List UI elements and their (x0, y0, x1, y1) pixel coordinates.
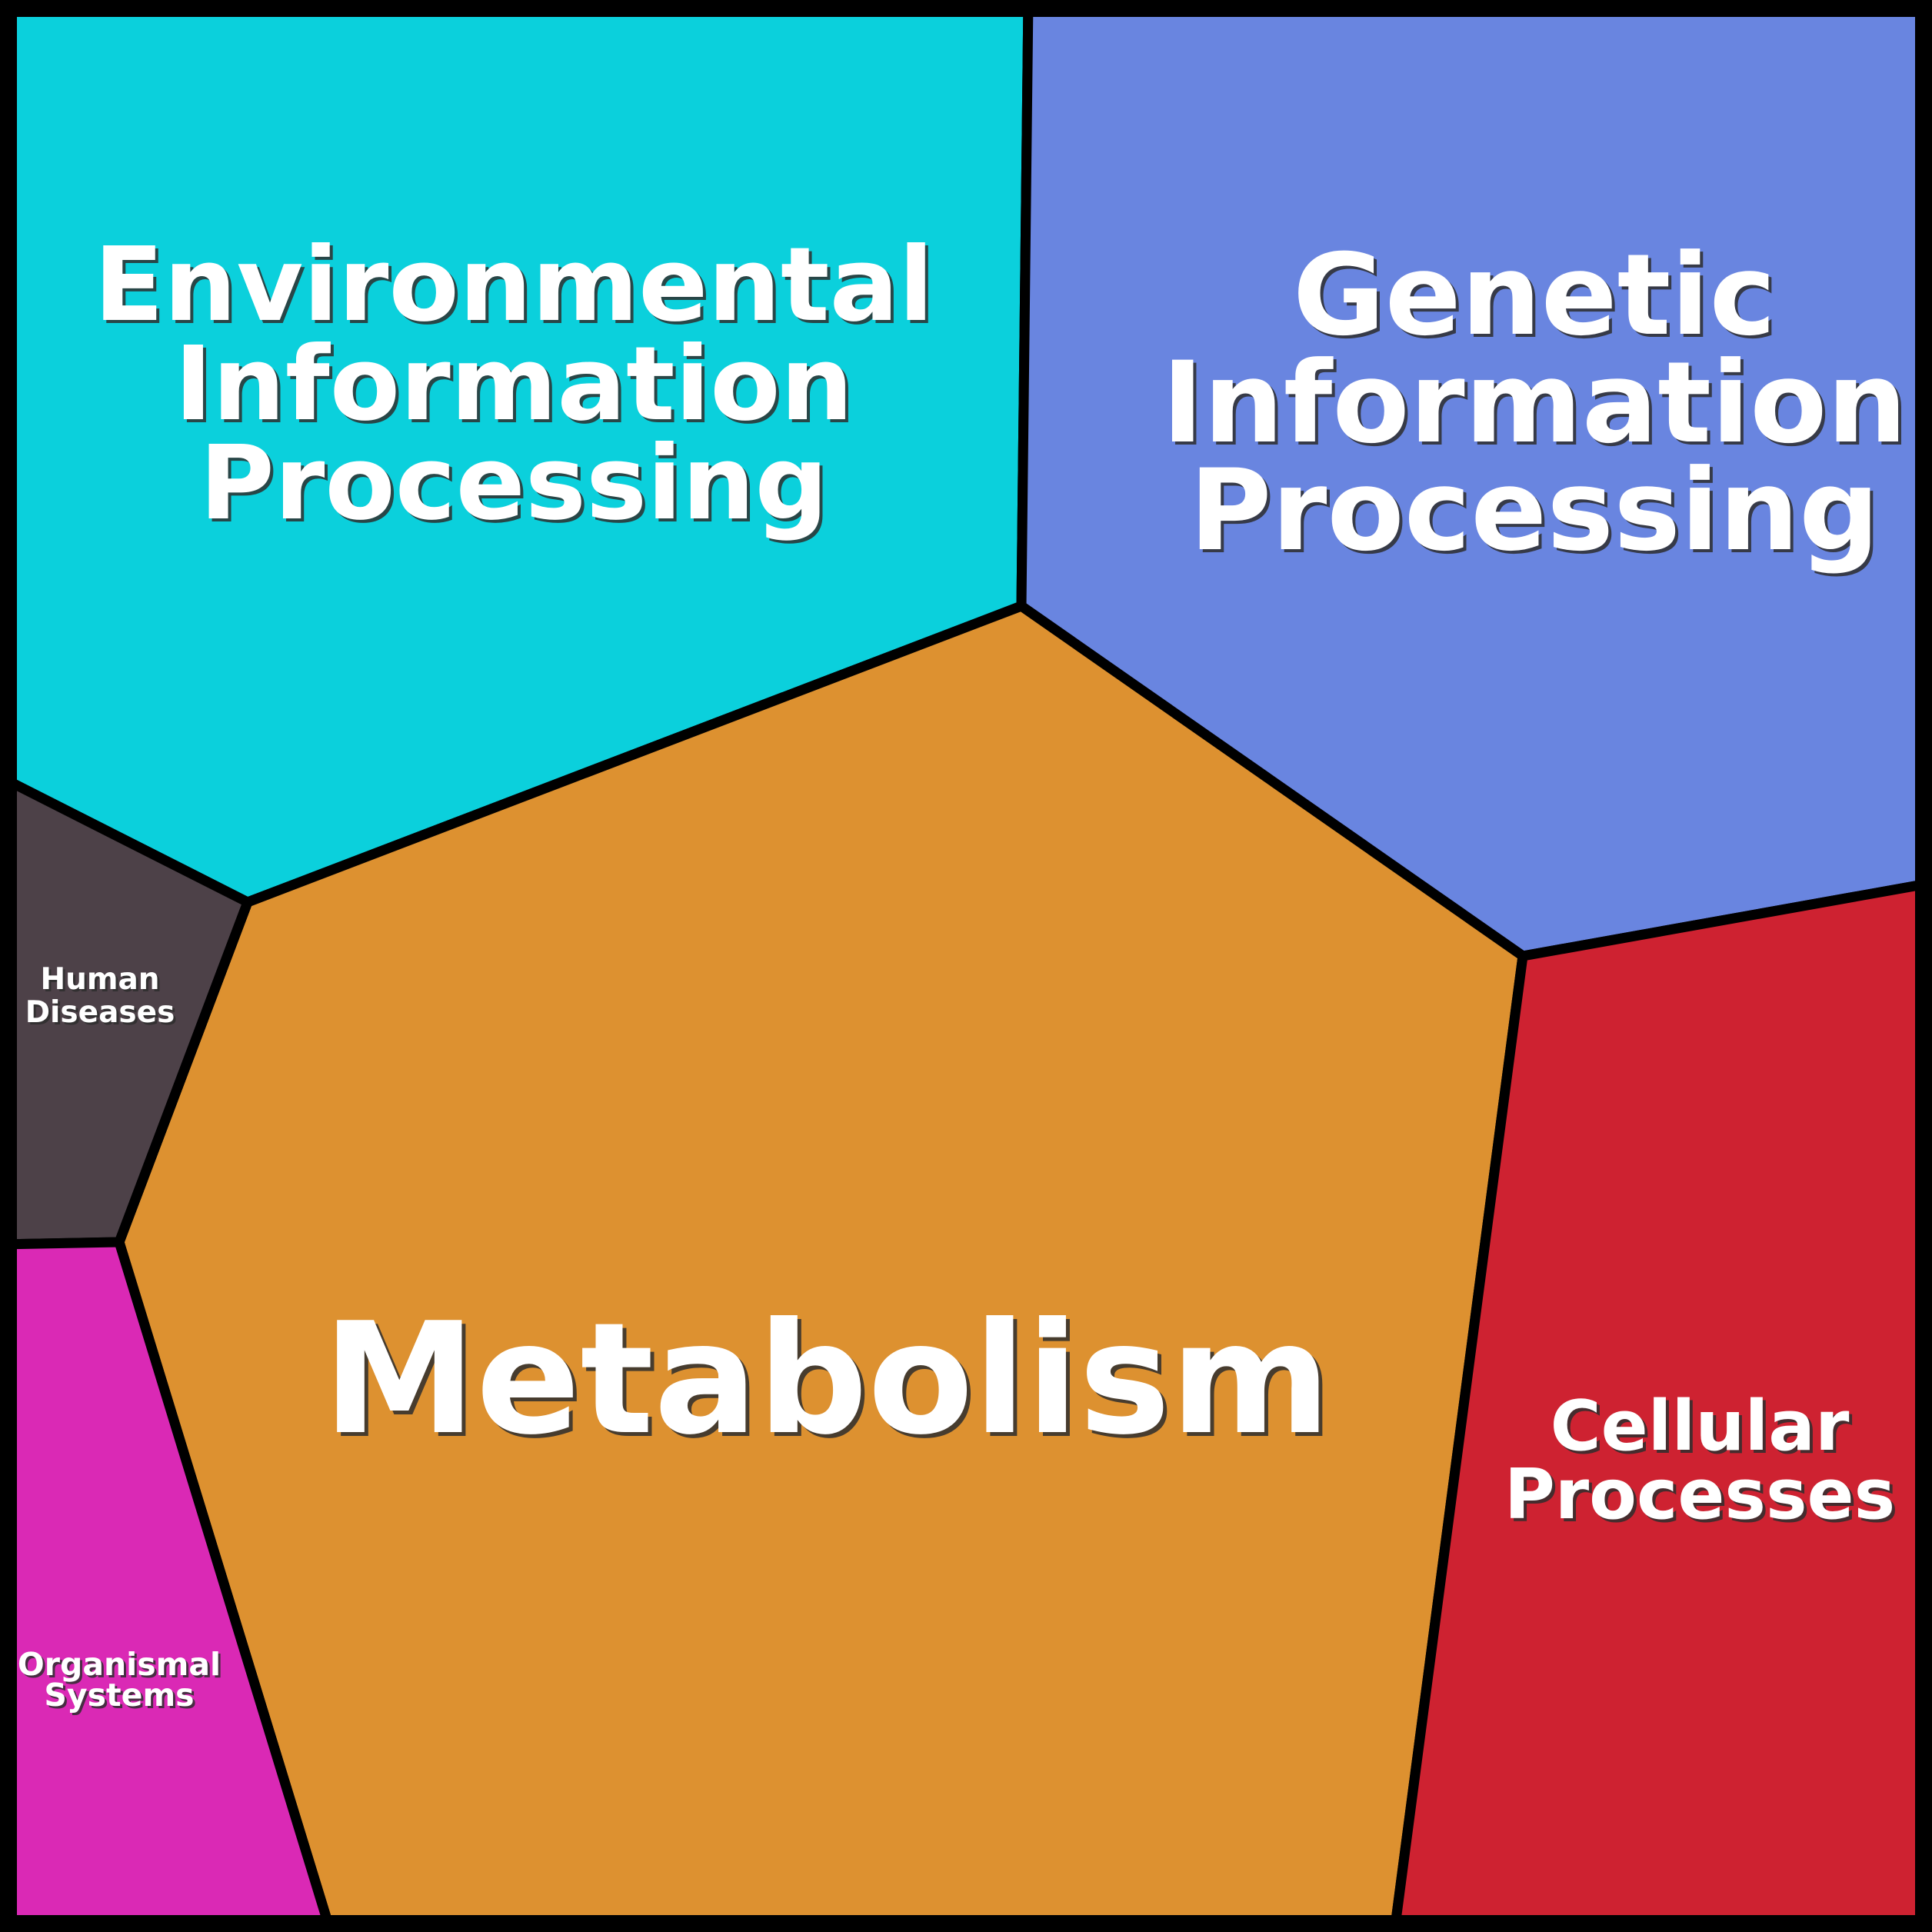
label-shadow: Environmental (97, 229, 937, 348)
label-shadow: Processes (1507, 1457, 1898, 1538)
region-organismal-systems (0, 1237, 336, 1932)
label-line: Systems (44, 1677, 194, 1714)
label-line: Information (175, 325, 854, 444)
label-organismal-systems: Organismal Systems Organismal Systems (18, 1646, 223, 1716)
label-line: Information (1162, 338, 1907, 468)
label-line: Processes (1504, 1454, 1895, 1535)
label-shadow: Information (1165, 341, 1910, 471)
label-shadow: Cellular (1554, 1389, 1853, 1470)
label-shadow: Information (178, 328, 857, 447)
label-metabolism: Metabolism Metabolism (323, 1290, 1334, 1473)
label-shadow: Organismal (20, 1648, 223, 1685)
label-shadow: Processing (1192, 448, 1882, 579)
label-line: Human (40, 962, 159, 997)
label-shadow: Genetic (1296, 233, 1779, 364)
label-line: Metabolism (323, 1290, 1331, 1469)
label-line: Cellular (1551, 1386, 1850, 1467)
label-cellular-processes: Cellular Processes Cellular Processes (1504, 1386, 1898, 1538)
label-shadow: Systems (46, 1679, 196, 1716)
label-environmental-information-processing: Environmental Information Processing Env… (94, 226, 937, 546)
label-line: Organismal (18, 1646, 221, 1683)
label-shadow: Diseases (28, 998, 178, 1032)
label-shadow: Human (42, 964, 162, 999)
label-human-diseases: Human Diseases Human Diseases (25, 962, 178, 1032)
label-line: Genetic (1293, 230, 1776, 361)
label-shadow: Metabolism (327, 1294, 1334, 1473)
label-shadow: Processing (202, 428, 831, 546)
label-line: Processing (1189, 445, 1879, 576)
region-cellular-processes (1389, 878, 1932, 1932)
label-line: Processing (199, 425, 828, 543)
label-line: Diseases (25, 995, 175, 1030)
label-genetic-information-processing: Genetic Information Processing Genetic I… (1162, 230, 1910, 579)
label-line: Environmental (94, 226, 934, 345)
